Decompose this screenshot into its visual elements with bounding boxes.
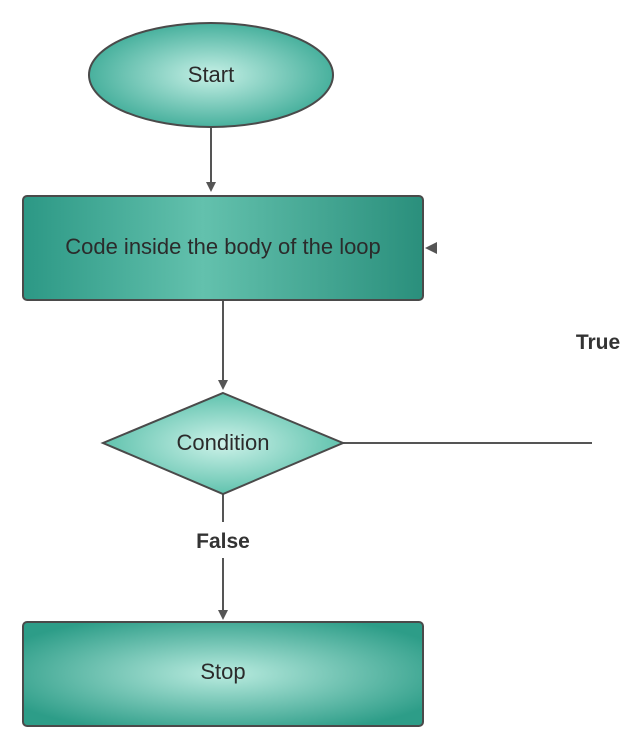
- stop-node: [22, 621, 424, 727]
- edge-true-arrowhead: [425, 242, 437, 254]
- stop-node-label: Stop: [200, 659, 245, 684]
- condition-node-label: Condition: [177, 430, 270, 455]
- body-node-label: Code inside the body of the loop: [65, 234, 381, 259]
- start-node: [88, 22, 334, 128]
- condition-node: [100, 391, 346, 496]
- start-node-label: Start: [188, 62, 234, 87]
- true-edge-label: True: [576, 331, 620, 354]
- body-node: [22, 195, 424, 301]
- false-edge-label: False: [196, 530, 250, 553]
